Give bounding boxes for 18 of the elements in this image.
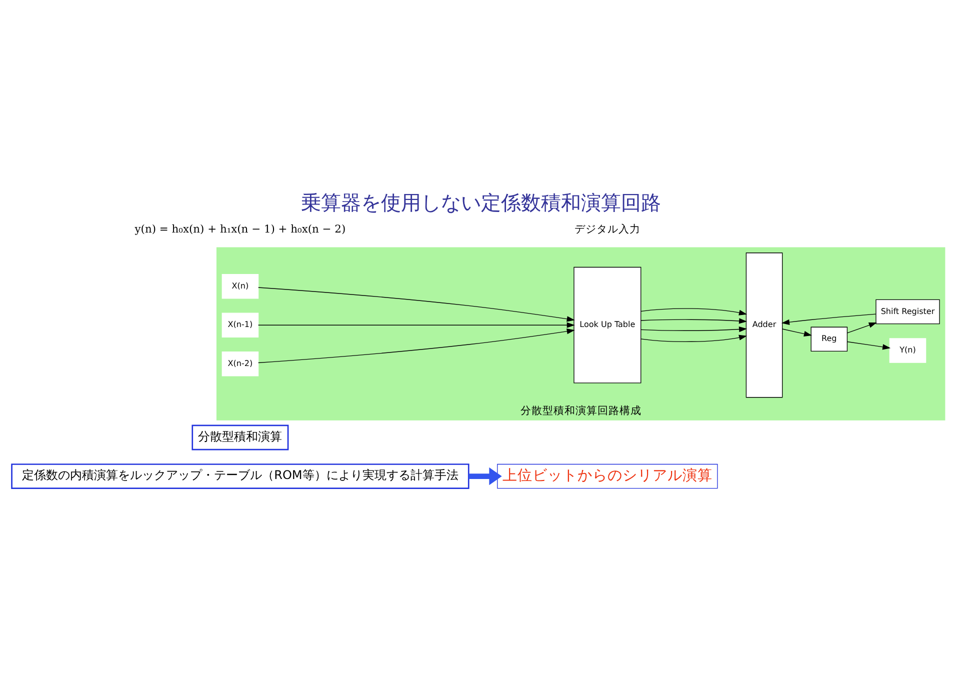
arrow [782,328,812,336]
arrow [258,286,575,322]
arrow [468,466,502,485]
node-box: 分散型積和演算 [192,424,289,450]
arrow [847,322,877,333]
label: デジタル入力 [574,222,640,236]
node-box: 定係数の内積演算をルックアップ・テーブル（ROM等）により実現する計算手法 [11,463,470,488]
node-box: 上位ビットからのシリアル演算 [497,463,718,488]
arrow [781,313,876,324]
arrow [258,328,575,363]
arrow [640,326,748,332]
arrow [258,322,575,328]
arrow [847,340,891,350]
diagram-title: 乗算器を使用しない定係数積和演算回路 [301,190,661,214]
label: y(n) = h₀x(n) + h₁x(n − 1) + h₀x(n − 2) [134,222,346,236]
arrow [640,308,748,315]
arrow [640,334,748,342]
arrow [640,318,748,324]
